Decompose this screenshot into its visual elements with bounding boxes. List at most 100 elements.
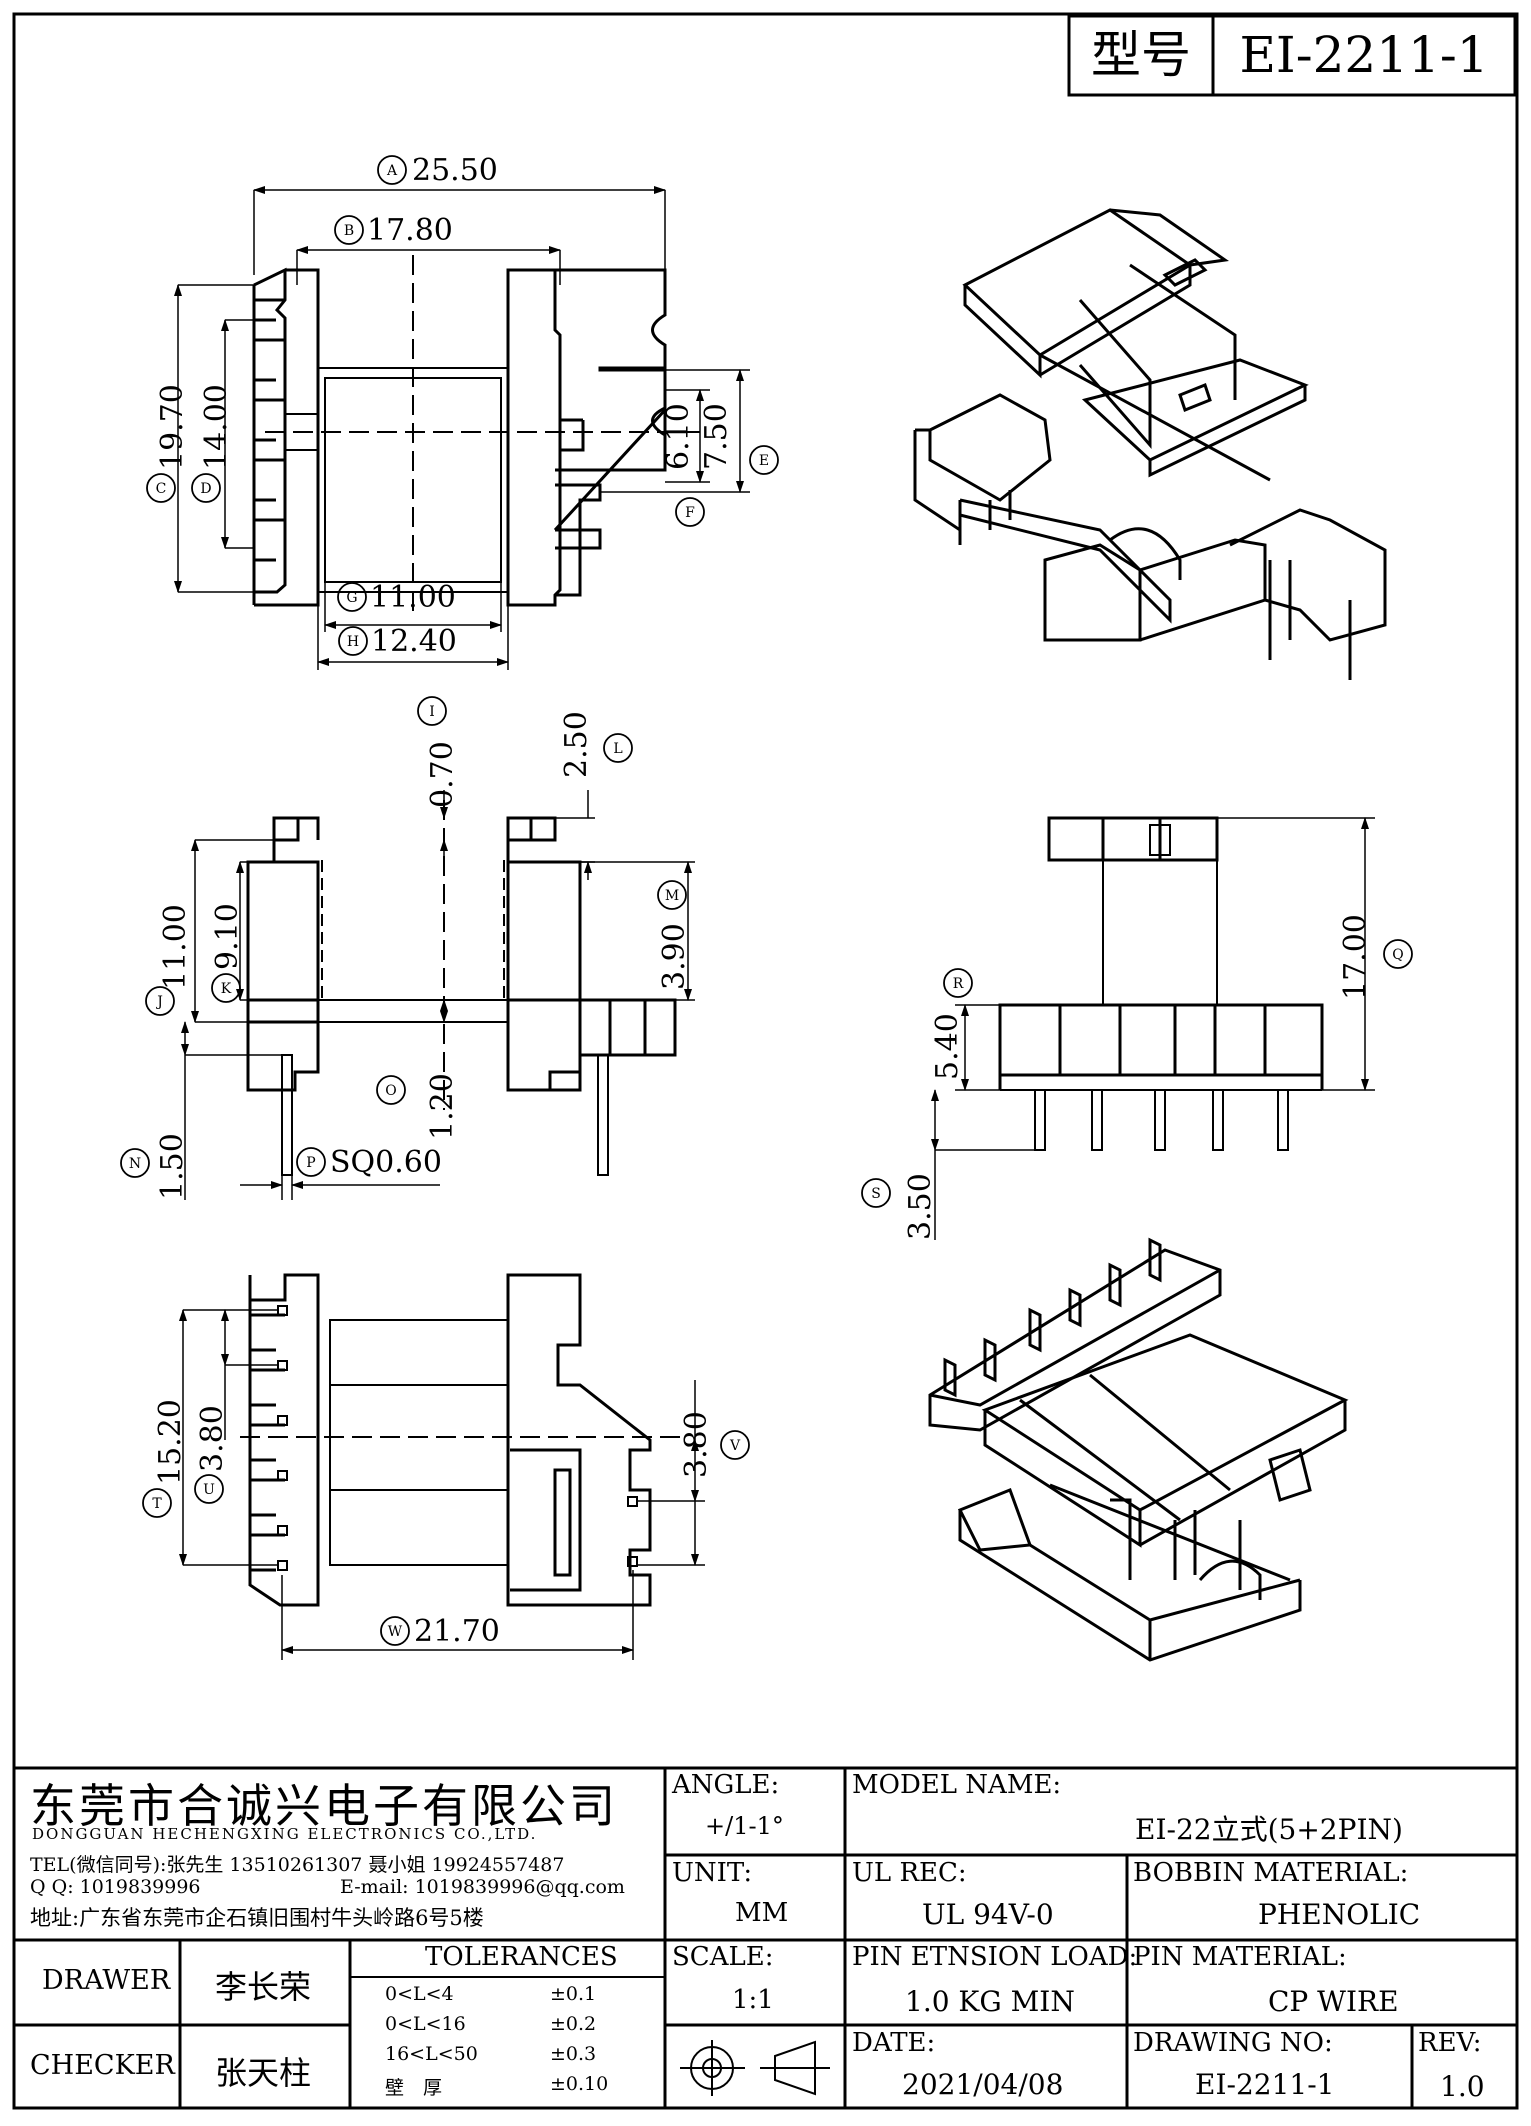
dim-T-text: 15.20 <box>153 1399 188 1485</box>
svg-text:R: R <box>953 976 964 992</box>
label-K-circle <box>211 973 241 1003</box>
svg-text:Q: Q <box>1392 947 1403 963</box>
projection-symbol <box>680 2040 830 2096</box>
label-G-circle <box>337 582 367 612</box>
front-view <box>181 790 695 1200</box>
svg-text:E: E <box>759 453 769 469</box>
drawer-label: DRAWER <box>42 1965 171 1996</box>
bobbin-material-label: BOBBIN MATERIAL: <box>1133 1858 1409 1888</box>
dim-I-text: 0.70 <box>425 741 460 808</box>
svg-text:O: O <box>385 1083 396 1099</box>
svg-text:V: V <box>729 1438 741 1454</box>
dim-N-text: 1.50 <box>155 1133 190 1200</box>
title-block-frame <box>14 1766 1517 2108</box>
label-I-circle <box>417 696 447 726</box>
dim-J-text: 11.00 <box>158 904 193 990</box>
outer-border <box>12 12 1519 2110</box>
label-B-circle <box>334 215 364 245</box>
dim-A-text: 25.50 <box>412 153 498 188</box>
label-F-circle <box>675 497 705 527</box>
scale-label: SCALE: <box>672 1942 774 1972</box>
svg-text:K: K <box>221 981 232 997</box>
label-R-circle <box>943 968 973 998</box>
svg-text:A: A <box>386 163 398 179</box>
pin-tension-value: 1.0 KG MIN <box>905 1985 1075 2018</box>
label-E-circle <box>749 445 779 475</box>
tolerance-range: 0<L<4 <box>385 1983 454 2005</box>
dim-H-text: 12.40 <box>371 624 457 659</box>
drawing-no-label: DRAWING NO: <box>1133 2028 1333 2058</box>
label-T-circle <box>142 1488 172 1518</box>
rev-value: 1.0 <box>1440 2070 1485 2103</box>
dim-Q-text: 17.00 <box>1338 914 1373 1000</box>
svg-text:D: D <box>200 481 211 497</box>
svg-text:W: W <box>388 1624 403 1640</box>
pin-tension-label: PIN ETNSION LOAD: <box>852 1942 1138 1972</box>
company-address: 地址:广东省东莞市企石镇旧围村牛头岭路6号5楼 <box>30 1906 484 1930</box>
isometric-view-top <box>913 208 1387 680</box>
tolerance-value: ±0.10 <box>550 2073 609 2095</box>
angle-value: +/1-1° <box>705 1812 784 1840</box>
checker-value: 张天柱 <box>215 2054 312 2092</box>
dim-D-text: 14.00 <box>199 384 234 470</box>
tolerance-value: ±0.1 <box>550 1983 597 2005</box>
ul-rec-label: UL REC: <box>852 1858 967 1888</box>
company-name-en: DONGGUAN HECHENGXING ELECTRONICS CO.,LTD… <box>32 1825 538 1843</box>
svg-text:T: T <box>152 1496 162 1512</box>
model-header-value: EI-2211-1 <box>1239 26 1488 84</box>
svg-text:H: H <box>347 634 359 650</box>
tolerance-range: 16<L<50 <box>385 2043 478 2065</box>
label-P-circle <box>296 1147 326 1177</box>
angle-label: ANGLE: <box>672 1770 780 1800</box>
date-label: DATE: <box>852 2028 936 2058</box>
svg-text:J: J <box>155 994 163 1010</box>
label-J-circle <box>145 986 175 1016</box>
svg-text:U: U <box>203 1482 215 1498</box>
label-M-circle <box>657 880 687 910</box>
svg-text:M: M <box>665 888 679 904</box>
svg-text:G: G <box>346 590 357 606</box>
svg-text:P: P <box>306 1155 315 1171</box>
dim-S-text: 3.50 <box>903 1173 938 1240</box>
dim-V-text: 3.80 <box>679 1411 714 1478</box>
company-qq: Q Q: 1019839996 <box>30 1876 201 1898</box>
company-tel: TEL(微信同号):张先生 13510261307 聂小姐 1992455748… <box>30 1854 565 1876</box>
pin-material-label: PIN MATERIAL: <box>1133 1942 1347 1972</box>
svg-text:S: S <box>871 1186 881 1202</box>
label-Q-circle <box>1383 939 1413 969</box>
model-name-label: MODEL NAME: <box>852 1770 1062 1800</box>
company-email: E-mail: 1019839996@qq.com <box>340 1876 625 1898</box>
model-name-value: EI-22立式(5+2PIN) <box>1135 1813 1403 1846</box>
svg-text:C: C <box>156 481 167 497</box>
label-O-circle <box>376 1075 406 1105</box>
drawing-no-value: EI-2211-1 <box>1195 2068 1335 2101</box>
label-N-circle <box>120 1148 150 1178</box>
label-C-circle <box>146 473 176 503</box>
label-L-circle <box>603 733 633 763</box>
tolerance-value: ±0.3 <box>550 2043 597 2065</box>
tolerance-value: ±0.2 <box>550 2013 597 2035</box>
bobbin-material-value: PHENOLIC <box>1258 1898 1421 1931</box>
drawer-value: 李长荣 <box>215 1968 312 2006</box>
svg-text:F: F <box>685 505 695 521</box>
top-view <box>174 186 750 670</box>
dim-P-text: SQ0.60 <box>330 1145 442 1180</box>
dim-L-text: 2.50 <box>559 711 594 778</box>
label-V-circle <box>720 1430 750 1460</box>
date-value: 2021/04/08 <box>902 2068 1064 2101</box>
dim-U-text: 3.80 <box>195 1405 230 1472</box>
model-header-box: 型号 EI-2211-1 <box>1067 14 1517 97</box>
tolerance-range: 壁 厚 <box>385 2077 443 2099</box>
company-name-cn: 东莞市合诚兴电子有限公司 <box>30 1779 618 1833</box>
checker-label: CHECKER <box>30 2050 175 2081</box>
dim-E-text: 7.50 <box>699 403 734 470</box>
unit-label: UNIT: <box>672 1858 753 1888</box>
isometric-view-bottom <box>928 1237 1349 1662</box>
label-D-circle <box>191 473 221 503</box>
svg-text:N: N <box>129 1156 141 1172</box>
dim-O-text: 1.20 <box>425 1073 460 1140</box>
dim-C-text: 19.70 <box>155 384 190 470</box>
label-W-circle <box>380 1616 410 1646</box>
